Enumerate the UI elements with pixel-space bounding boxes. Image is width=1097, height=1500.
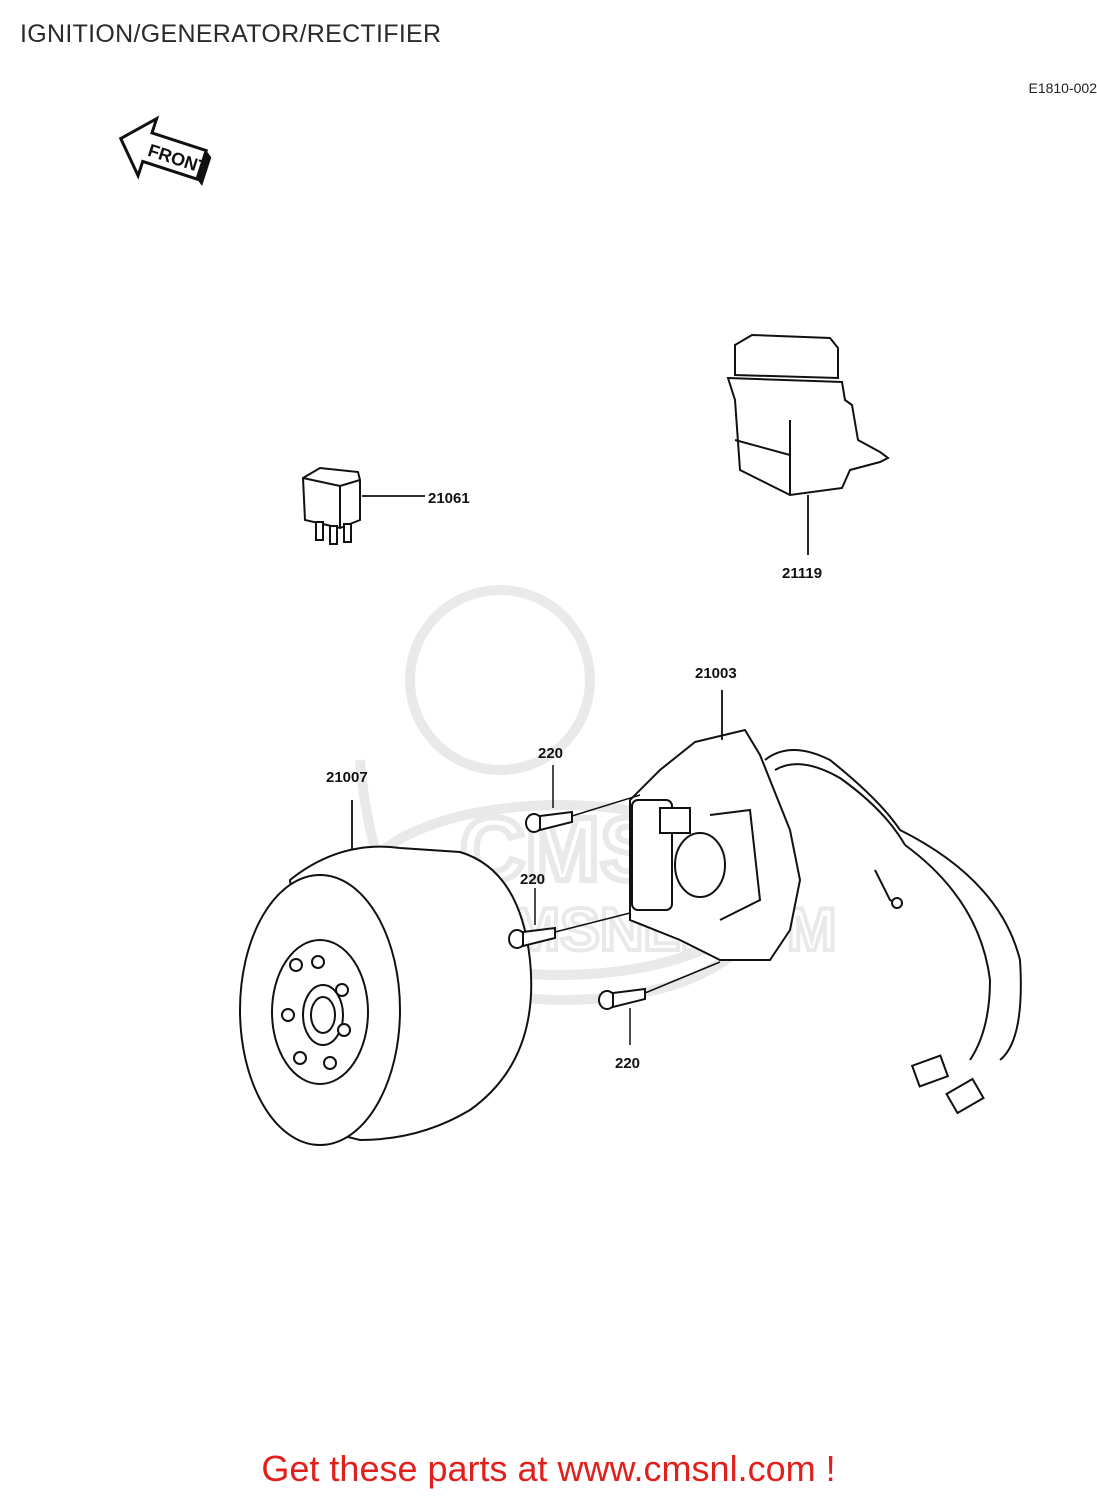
front-arrow-icon: FRONT (118, 115, 212, 186)
screw-part[interactable] (508, 888, 631, 949)
footer-link[interactable]: Get these parts at www.cmsnl.com ! (261, 1448, 836, 1489)
callout-label[interactable]: 21119 (782, 565, 822, 582)
diagram-code: E1810-002 (1028, 80, 1097, 96)
stator-part[interactable] (629, 690, 1022, 1115)
callout-label[interactable]: 220 (538, 745, 563, 762)
callout-label[interactable]: 21003 (695, 665, 737, 682)
callout-label[interactable]: 220 (615, 1055, 640, 1072)
parts-diagram: WWW.CMSNL.COM CMS FRONT (118, 115, 1022, 1146)
rotor-part[interactable] (239, 800, 533, 1146)
callout-label[interactable]: 21061 (428, 490, 470, 507)
screw-part[interactable] (598, 961, 721, 1045)
screw-part[interactable] (525, 765, 641, 833)
rectifier-part[interactable] (726, 333, 890, 555)
callout-label[interactable]: 21007 (326, 769, 368, 786)
callout-label[interactable]: 220 (520, 871, 545, 888)
relay-part[interactable] (301, 466, 425, 545)
page-title: IGNITION/GENERATOR/RECTIFIER (20, 20, 442, 48)
